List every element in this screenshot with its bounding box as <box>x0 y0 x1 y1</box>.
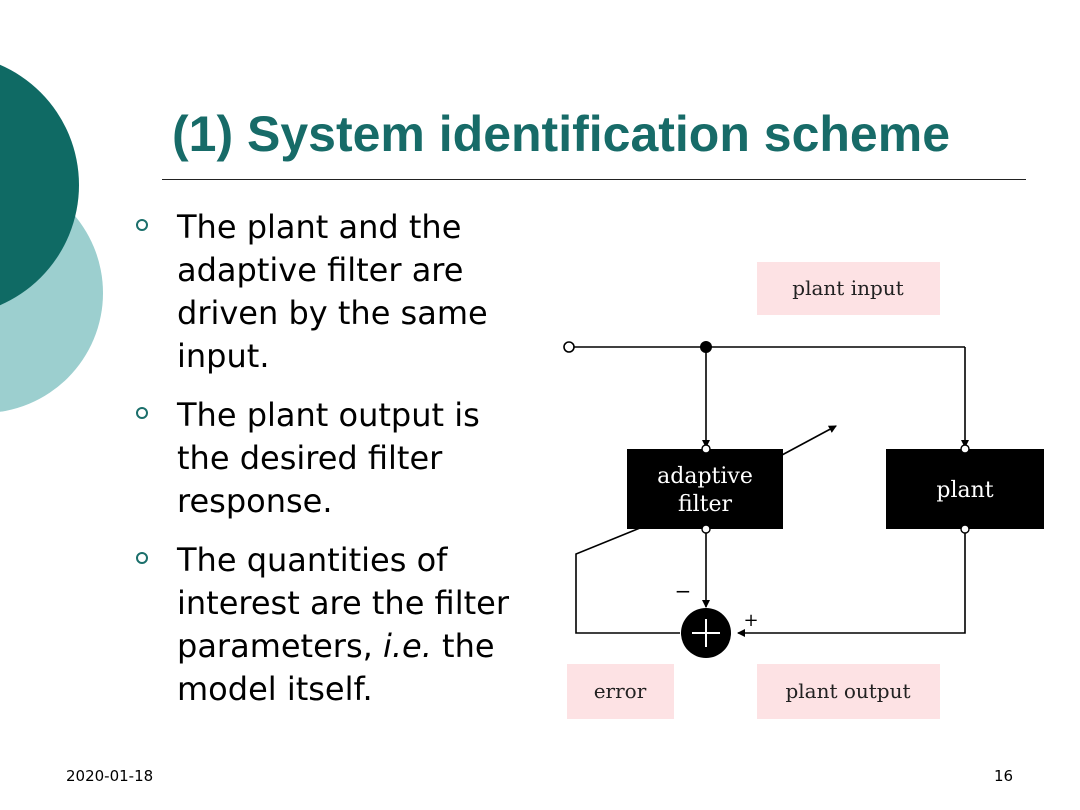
junction-dot-icon <box>700 341 712 353</box>
plus-sign: + <box>743 610 758 631</box>
error-label: error <box>567 664 674 719</box>
input-terminal-icon <box>563 341 575 353</box>
svg-text:plant output: plant output <box>785 679 910 703</box>
bullet-text: The plant and the adaptive filter are dr… <box>177 208 488 375</box>
svg-text:plant: plant <box>936 478 993 503</box>
dark-teal-circle <box>0 64 79 306</box>
circle-bullet-icon <box>136 407 148 419</box>
bullet-item: The plant output is the desired filter r… <box>132 394 532 523</box>
port-circle-icon <box>701 444 711 454</box>
bullet-item: The quantities of interest are the filte… <box>132 539 532 711</box>
minus-sign: − <box>675 579 692 603</box>
slide-title: (1) System identification scheme <box>172 106 951 162</box>
bullet-text-italic: i.e. <box>382 627 432 665</box>
bullet-text-before: The quantities of interest are the filte… <box>177 541 509 665</box>
circle-bullet-icon <box>136 219 148 231</box>
svg-text:filter: filter <box>678 492 733 517</box>
plant-block: plant <box>886 449 1044 529</box>
page-number: 16 <box>994 767 1014 785</box>
svg-text:adaptive: adaptive <box>657 464 753 489</box>
title-divider <box>162 179 1026 180</box>
port-circle-icon <box>701 524 711 534</box>
svg-text:plant input: plant input <box>792 276 903 300</box>
svg-text:error: error <box>594 679 647 703</box>
plant-input-label: plant input <box>757 262 940 315</box>
summing-junction-icon <box>681 608 731 658</box>
port-circle-icon <box>960 444 970 454</box>
port-circle-icon <box>960 524 970 534</box>
plant-output-label: plant output <box>757 664 940 719</box>
footer-date: 2020-01-18 <box>66 767 154 785</box>
circle-bullet-icon <box>136 552 148 564</box>
adaptive-filter-block: adaptive filter <box>627 449 783 529</box>
bullet-text: The plant output is the desired filter r… <box>177 396 480 520</box>
bullet-item: The plant and the adaptive filter are dr… <box>132 206 532 378</box>
bullet-list: The plant and the adaptive filter are dr… <box>132 206 532 727</box>
bullet-text-after: the model itself. <box>177 627 495 708</box>
signal-wires <box>574 346 969 637</box>
